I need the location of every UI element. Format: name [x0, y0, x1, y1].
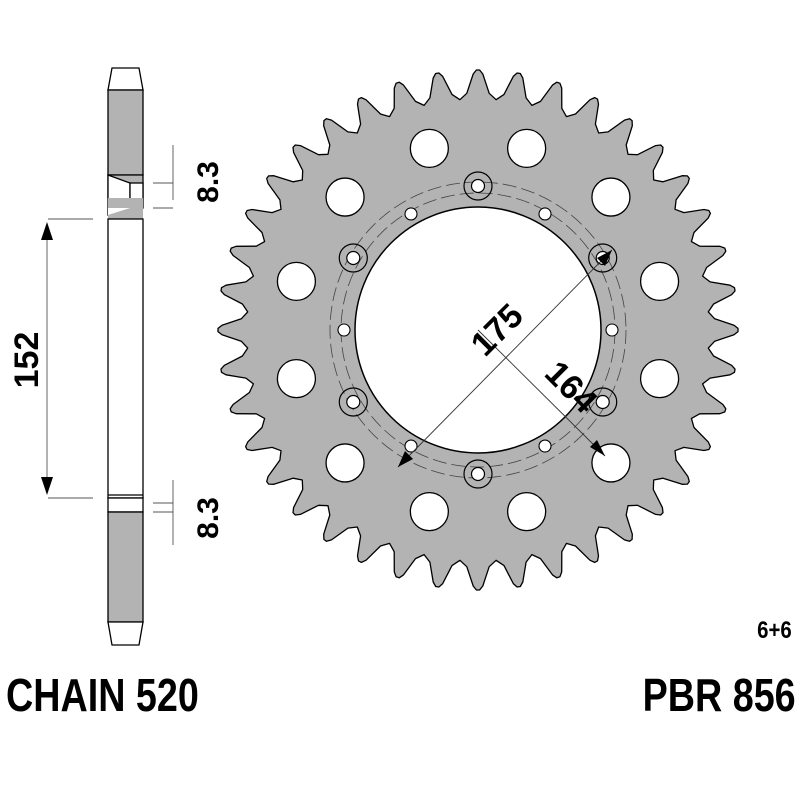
lightening-hole [507, 128, 547, 169]
dimension-lines-face [397, 249, 613, 468]
dimension-offset-bottom: 8.3 [192, 497, 225, 539]
bolt-hole-ring [338, 243, 368, 273]
bolt-hole [470, 178, 486, 194]
bolt-hole [346, 250, 361, 266]
arrow-164-icon [590, 440, 605, 456]
lightening-hole [507, 491, 547, 532]
lightening-hole [276, 261, 317, 301]
bolt-hole-ring [463, 171, 493, 201]
dimension-lines-side [46, 145, 174, 545]
small-hole [538, 439, 552, 453]
small-hole [404, 207, 418, 221]
bolt-hole [595, 394, 610, 410]
small-hole [404, 439, 418, 453]
arrow-175-bottom-icon [398, 451, 413, 467]
side-profile [107, 67, 144, 646]
small-hole [337, 323, 351, 337]
bolt-hole-ring [338, 387, 368, 417]
bolt-hole-ring [588, 387, 618, 417]
bolt-hole [346, 394, 361, 410]
lightening-hole [409, 491, 449, 532]
bolt-hole [470, 466, 486, 482]
dimension-hub-height: 152 [8, 332, 46, 389]
small-hole [605, 323, 619, 337]
lightening-hole [325, 443, 365, 483]
lightening-hole [591, 177, 631, 217]
lightening-hole [325, 177, 365, 217]
bolt-pattern-label: 6+6 [757, 617, 792, 644]
bolt-hole-ring [588, 243, 618, 273]
arrow-up-icon [41, 222, 53, 240]
lightening-hole [639, 261, 680, 301]
small-hole [538, 207, 552, 221]
lightening-hole [409, 128, 449, 169]
chain-label: CHAIN 520 [6, 669, 199, 721]
lightening-hole [639, 359, 680, 399]
lightening-hole [276, 359, 317, 399]
arrow-175-top-icon [597, 250, 612, 266]
dimension-offset-top: 8.3 [192, 161, 225, 203]
bolt-hole-ring [463, 459, 493, 489]
arrow-down-icon [41, 477, 53, 495]
product-code: PBR 856 [642, 669, 796, 721]
